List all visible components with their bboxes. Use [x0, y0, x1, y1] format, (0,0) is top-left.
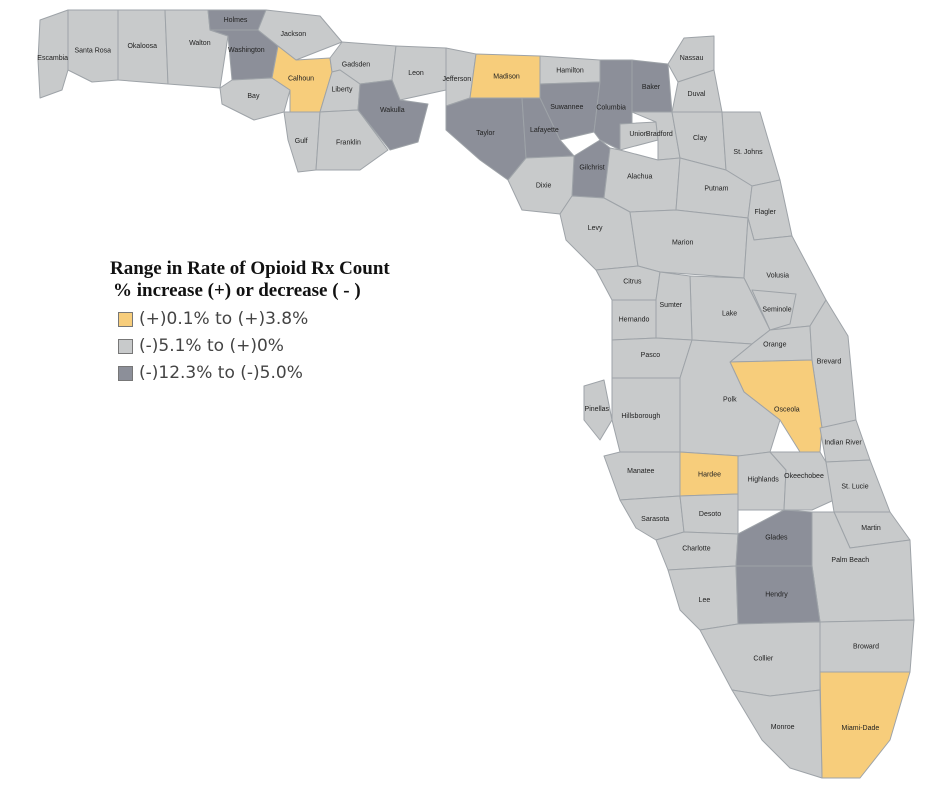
county-suwannee[interactable] — [539, 81, 601, 141]
legend-item-decrease[interactable]: (-)12.3% to (-)5.0% — [118, 363, 390, 383]
county-label-madison: Madison — [493, 74, 520, 81]
legend-label-neutral: (-)5.1% to (+)0% — [139, 336, 284, 356]
county-label-st-lucie: St. Lucie — [841, 484, 868, 491]
county-label-putnam: Putnam — [704, 185, 728, 192]
county-label-calhoun: Calhoun — [288, 76, 314, 83]
county-label-wakulla: Wakulla — [380, 107, 405, 114]
county-nassau[interactable] — [667, 35, 715, 83]
county-label-okaloosa: Okaloosa — [127, 43, 157, 50]
county-label-columbia: Columbia — [596, 105, 626, 112]
county-label-charlotte: Charlotte — [682, 545, 711, 552]
legend-swatch-decrease — [118, 365, 133, 381]
county-label-lafayette: Lafayette — [530, 127, 559, 134]
county-label-osceola: Osceola — [774, 406, 800, 413]
county-label-broward: Broward — [853, 644, 879, 651]
county-label-franklin: Franklin — [336, 139, 361, 146]
county-label-desoto: Desoto — [699, 511, 721, 518]
county-label-polk: Polk — [723, 397, 737, 404]
county-label-gulf: Gulf — [295, 138, 308, 145]
county-label-union: Union — [629, 131, 647, 138]
county-label-walton: Walton — [189, 40, 211, 47]
county-label-liberty: Liberty — [331, 87, 353, 94]
county-label-martin: Martin — [861, 525, 881, 532]
legend-swatch-increase — [118, 311, 133, 327]
county-label-hernando: Hernando — [619, 317, 650, 324]
county-label-baker: Baker — [642, 84, 661, 91]
legend-title: Range in Rate of Opioid Rx Count — [110, 258, 390, 279]
county-label-gadsden: Gadsden — [342, 62, 371, 69]
county-label-sumter: Sumter — [660, 302, 683, 309]
county-label-flagler: Flagler — [754, 209, 776, 216]
county-label-okeechobee: Okeechobee — [784, 473, 824, 480]
county-taylor[interactable] — [445, 97, 527, 181]
county-label-collier: Collier — [753, 656, 774, 663]
county-gulf[interactable] — [283, 111, 321, 173]
county-label-palm-beach: Palm Beach — [831, 557, 869, 564]
county-label-indian-river: Indian River — [824, 440, 862, 447]
county-label-volusia: Volusia — [766, 272, 789, 279]
county-label-dixie: Dixie — [536, 183, 552, 190]
county-santa-rosa[interactable] — [67, 9, 119, 83]
county-label-washington: Washington — [228, 47, 265, 54]
county-label-citrus: Citrus — [623, 279, 642, 286]
county-label-gilchrist: Gilchrist — [579, 165, 604, 172]
county-label-suwannee: Suwannee — [550, 104, 583, 111]
county-label-glades: Glades — [765, 535, 788, 542]
county-label-st-johns: St. Johns — [733, 149, 763, 156]
county-lafayette[interactable] — [521, 97, 575, 159]
county-label-miami-dade: Miami-Dade — [842, 725, 880, 732]
legend-item-neutral[interactable]: (-)5.1% to (+)0% — [118, 336, 390, 356]
county-wakulla[interactable] — [357, 79, 429, 151]
county-bay[interactable] — [219, 77, 291, 121]
county-monroe[interactable] — [731, 689, 823, 779]
county-label-clay: Clay — [693, 135, 708, 142]
county-label-monroe: Monroe — [771, 724, 795, 731]
legend-item-increase[interactable]: (+)0.1% to (+)3.8% — [118, 309, 390, 329]
county-label-pinellas: Pinellas — [585, 406, 610, 413]
county-label-hillsborough: Hillsborough — [621, 413, 660, 420]
county-label-sarasota: Sarasota — [641, 516, 669, 523]
county-label-lee: Lee — [699, 597, 711, 604]
county-label-seminole: Seminole — [762, 307, 791, 314]
county-label-bradford: Bradford — [646, 131, 673, 138]
legend-subtitle: % increase (+) or decrease ( - ) — [113, 280, 361, 301]
county-label-marion: Marion — [672, 240, 694, 247]
legend: Range in Rate of Opioid Rx Count % incre… — [110, 258, 390, 383]
county-seminole[interactable] — [751, 289, 797, 331]
county-label-jefferson: Jefferson — [442, 76, 471, 83]
county-label-leon: Leon — [408, 70, 424, 77]
county-label-lake: Lake — [722, 311, 737, 318]
county-leon[interactable] — [391, 45, 447, 101]
county-label-brevard: Brevard — [817, 359, 842, 366]
legend-label-decrease: (-)12.3% to (-)5.0% — [139, 363, 303, 383]
county-label-santa-rosa: Santa Rosa — [75, 47, 112, 54]
county-label-hendry: Hendry — [765, 592, 788, 599]
county-label-levy: Levy — [588, 225, 603, 232]
county-escambia[interactable] — [37, 9, 69, 99]
county-label-hamilton: Hamilton — [556, 68, 584, 75]
county-label-escambia: Escambia — [37, 55, 68, 62]
county-label-pasco: Pasco — [641, 352, 661, 359]
county-label-nassau: Nassau — [680, 55, 704, 62]
legend-label-increase: (+)0.1% to (+)3.8% — [139, 309, 309, 329]
county-label-duval: Duval — [688, 91, 706, 98]
county-label-hardee: Hardee — [698, 472, 721, 479]
county-label-taylor: Taylor — [476, 130, 495, 137]
county-label-manatee: Manatee — [627, 468, 654, 475]
county-label-jackson: Jackson — [280, 31, 306, 38]
county-pinellas[interactable] — [583, 379, 613, 441]
county-label-bay: Bay — [247, 93, 260, 100]
county-manatee[interactable] — [603, 451, 681, 501]
county-label-orange: Orange — [763, 341, 786, 348]
county-label-highlands: Highlands — [748, 477, 780, 484]
legend-swatch-neutral — [118, 338, 133, 354]
county-franklin[interactable] — [315, 109, 389, 171]
county-label-holmes: Holmes — [224, 17, 248, 24]
county-label-alachua: Alachua — [627, 174, 652, 181]
